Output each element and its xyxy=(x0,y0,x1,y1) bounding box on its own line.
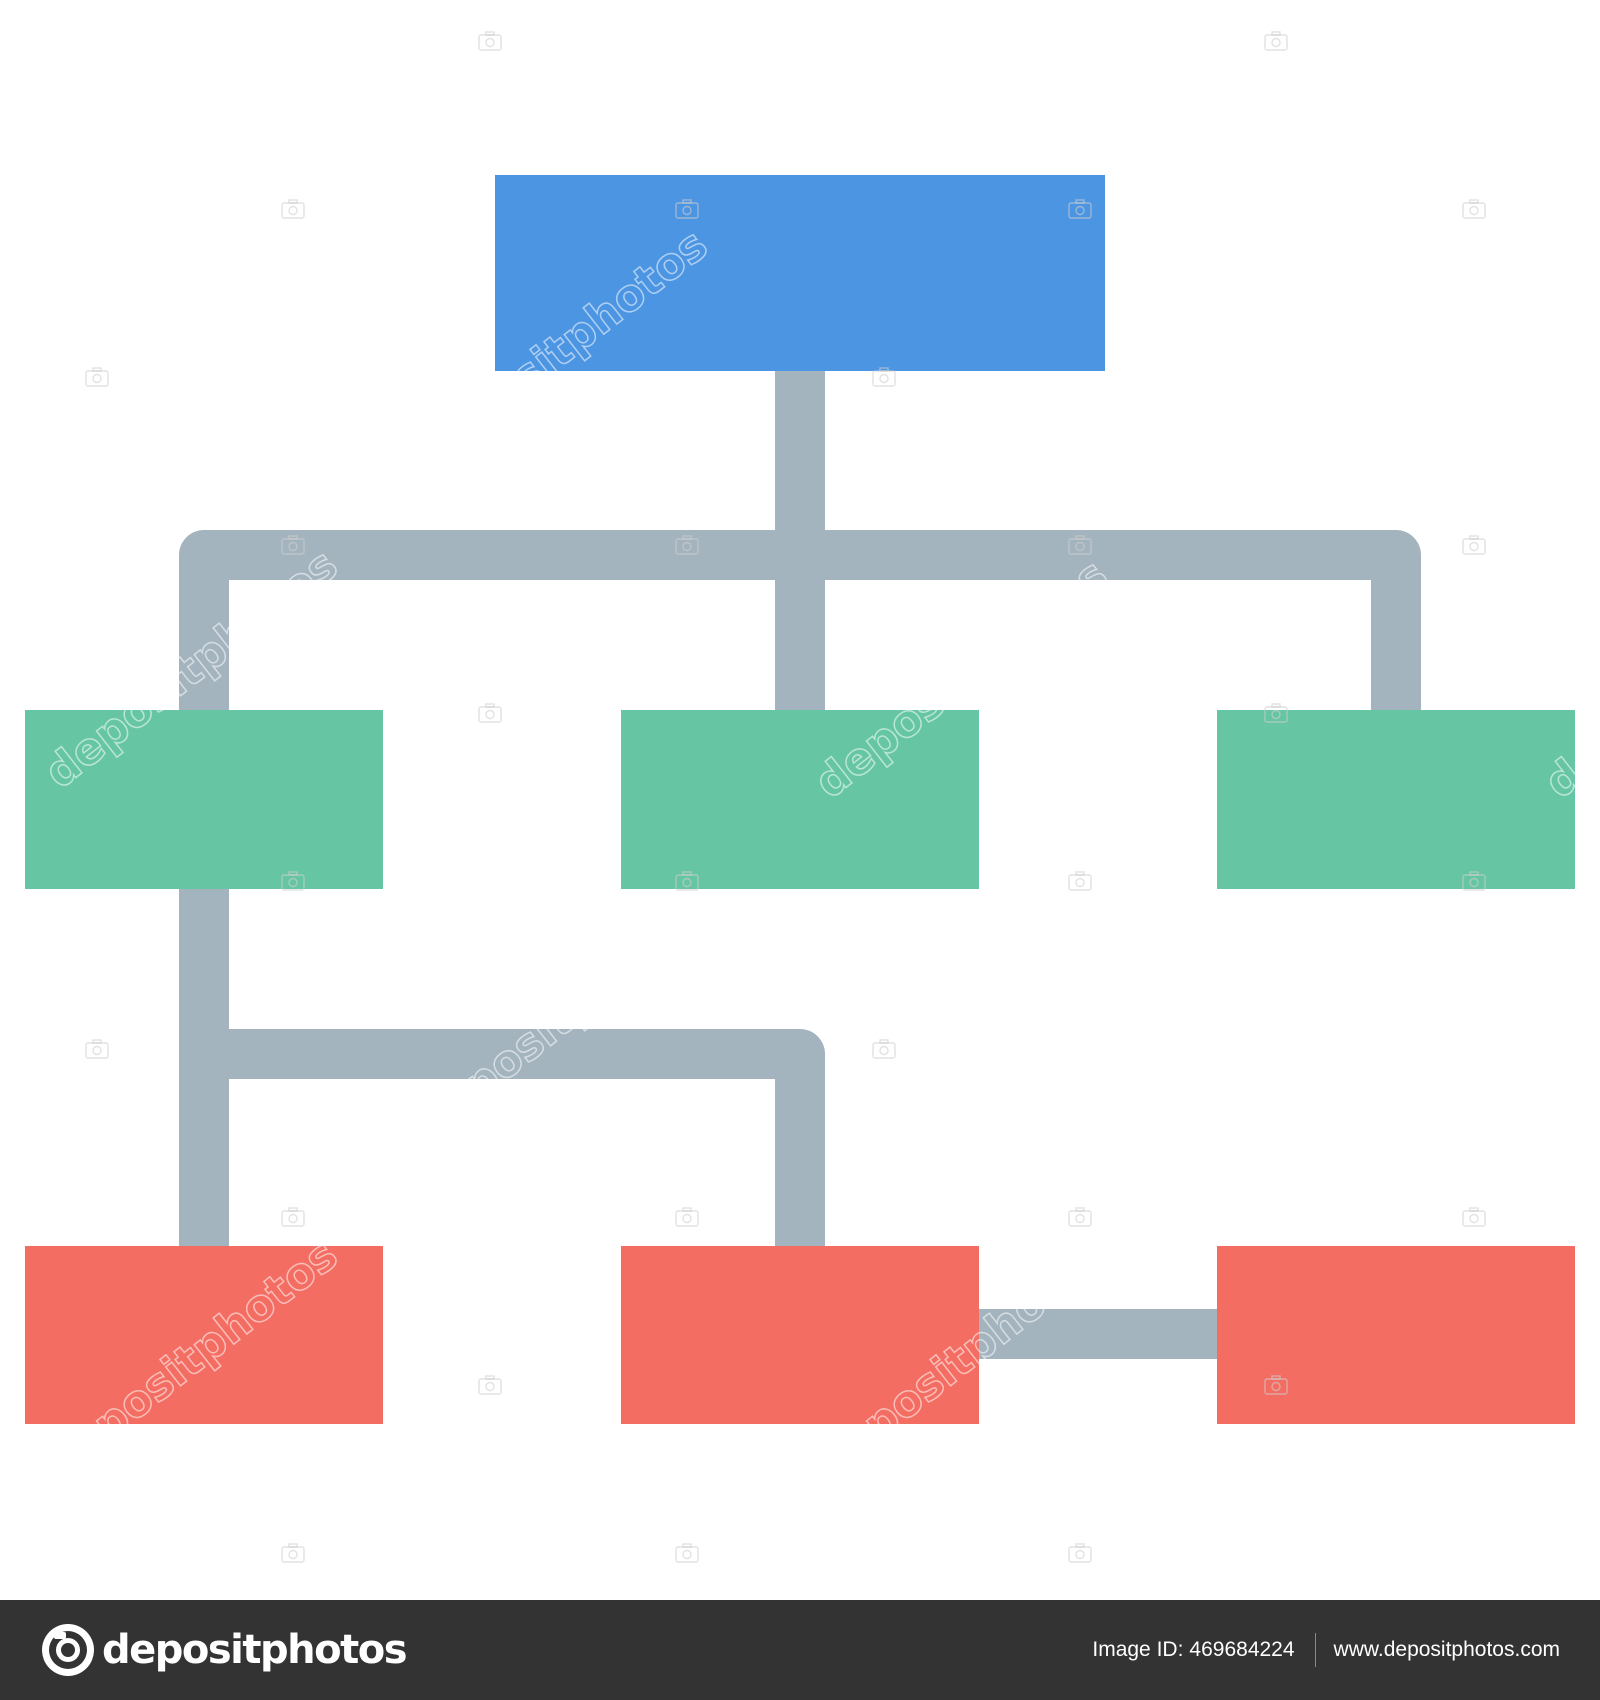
footer-bar: depositphotos Image ID: 469684224 www.de… xyxy=(0,1600,1600,1700)
connector-root-to-mid-right xyxy=(800,530,1421,710)
connector-mid-left-to-bottom-center xyxy=(204,1029,825,1246)
image-id-label: Image ID: xyxy=(1092,1638,1184,1661)
node-mid-left xyxy=(25,710,383,889)
website-link[interactable]: www.depositphotos.com xyxy=(1333,1638,1560,1661)
node-mid-center xyxy=(621,710,979,889)
node-mid-right xyxy=(1217,710,1575,889)
brand[interactable]: depositphotos xyxy=(40,1622,408,1678)
connectors xyxy=(179,371,1421,1359)
connector-root-to-mid-left xyxy=(179,371,825,710)
hierarchy-diagram xyxy=(25,175,1575,1424)
node-root xyxy=(495,175,1105,371)
footer-meta: Image ID: 469684224 www.depositphotos.co… xyxy=(1092,1633,1560,1667)
meta-divider xyxy=(1314,1633,1316,1667)
image-id-value: 469684224 xyxy=(1189,1638,1295,1661)
nodes xyxy=(25,175,1575,1424)
node-bottom-right xyxy=(1217,1246,1575,1424)
node-bottom-center xyxy=(621,1246,979,1424)
brand-name: depositphotos xyxy=(102,1627,408,1673)
depositphotos-logo-icon xyxy=(42,1624,94,1676)
node-bottom-left xyxy=(25,1246,383,1424)
